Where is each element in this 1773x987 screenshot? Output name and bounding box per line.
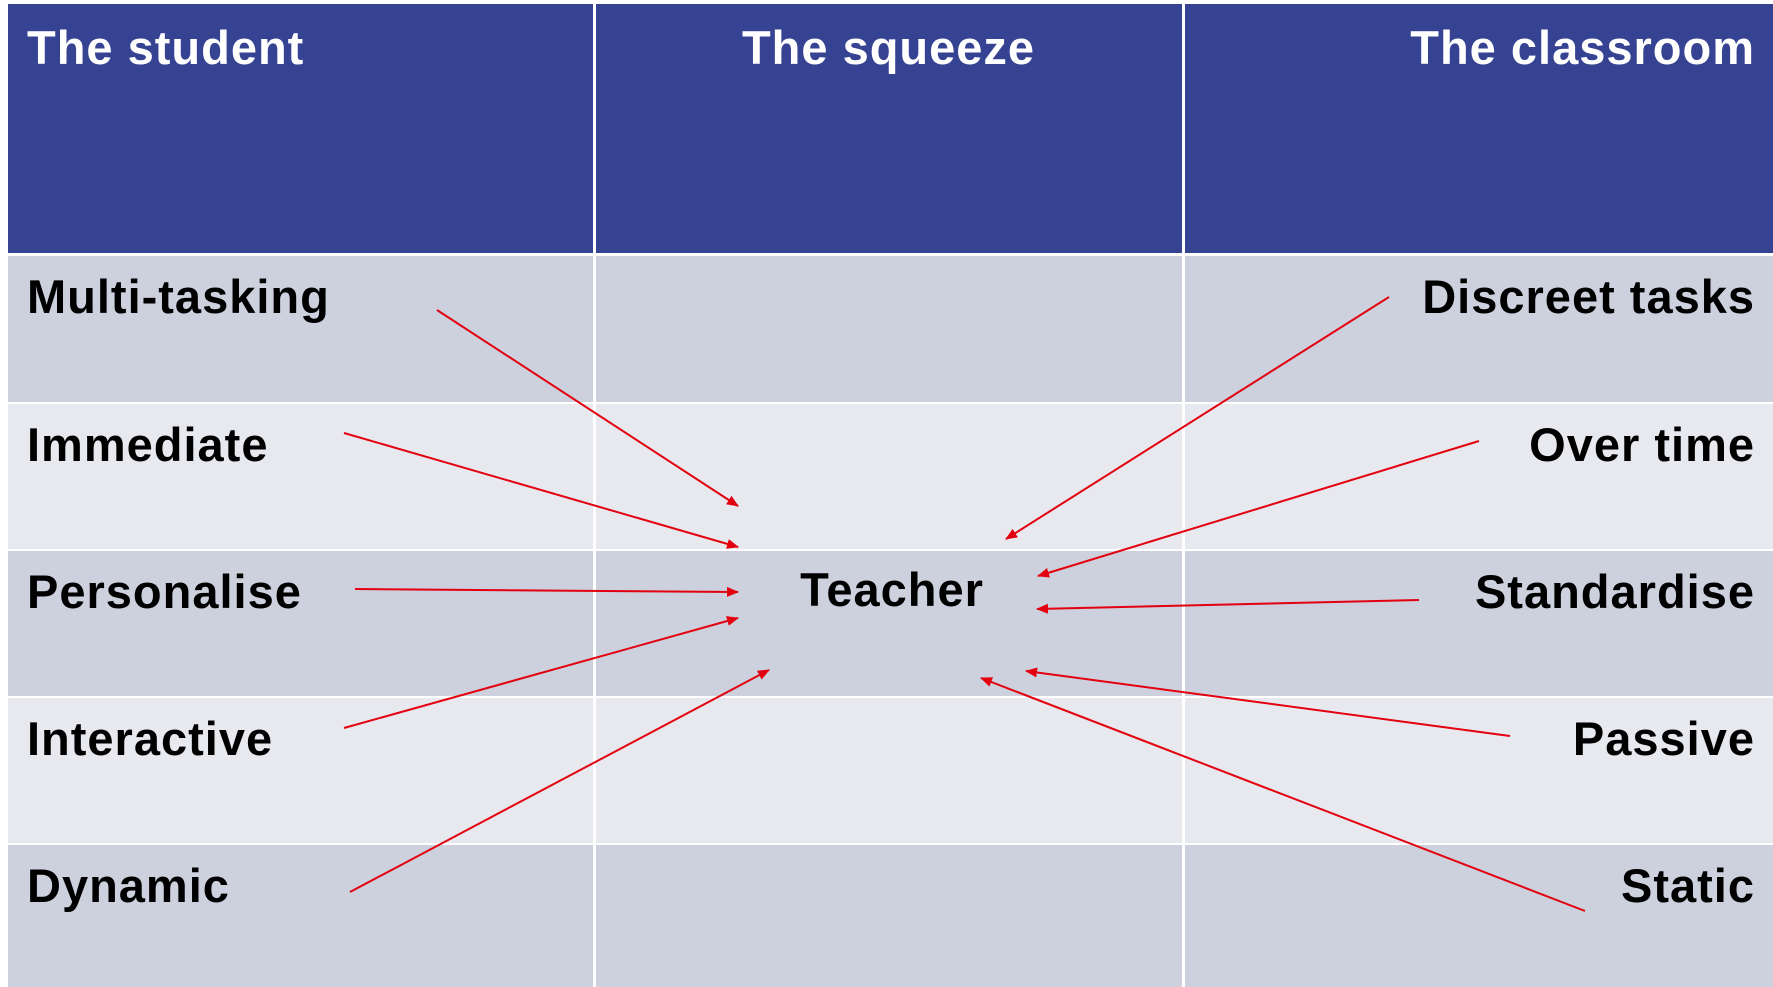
student-item-dynamic: Dynamic xyxy=(27,859,230,912)
column-divider xyxy=(1182,404,1185,549)
column-divider xyxy=(593,845,596,987)
arrow-passive xyxy=(1025,667,1511,737)
classroom-item-standardise: Standardise xyxy=(1474,565,1755,618)
classroom-item-static: Static xyxy=(1621,859,1755,912)
row-cell-student: Interactive xyxy=(8,698,593,843)
table-row: Interactive Passive xyxy=(8,698,1773,843)
table-row: Personalise Standardise xyxy=(8,551,1773,696)
row-cell-student: Multi-tasking xyxy=(8,256,593,402)
table-row: Multi-tasking Discreet tasks xyxy=(8,256,1773,402)
column-divider xyxy=(1182,698,1185,843)
arrow-personalise xyxy=(354,586,739,597)
arrow-immediate xyxy=(343,432,739,549)
row-cell-student: Dynamic xyxy=(8,845,593,987)
row-cell-classroom: Discreet tasks xyxy=(1184,256,1773,402)
column-divider xyxy=(593,551,596,696)
arrow-dynamic xyxy=(349,669,770,893)
arrow-multitasking xyxy=(436,309,739,507)
classroom-item-over-time: Over time xyxy=(1529,418,1755,471)
column-divider xyxy=(593,4,596,253)
teacher-label: Teacher xyxy=(800,563,984,616)
row-cell-classroom: Standardise xyxy=(1184,551,1773,696)
squeeze-table: The student The squeeze The classroom Mu… xyxy=(8,4,1773,987)
header-cell-student: The student xyxy=(8,4,593,253)
header-student: The student xyxy=(27,21,305,74)
row-cell-student: Immediate xyxy=(8,404,593,549)
student-item-multitasking: Multi-tasking xyxy=(27,270,330,323)
arrow-interactive xyxy=(343,616,739,729)
header-row: The student The squeeze The classroom xyxy=(8,4,1773,253)
table-row: Dynamic Static xyxy=(8,845,1773,987)
table-row: Immediate Over time xyxy=(8,404,1773,549)
student-item-interactive: Interactive xyxy=(27,712,274,765)
student-item-immediate: Immediate xyxy=(27,418,269,471)
header-classroom: The classroom xyxy=(1410,21,1755,74)
row-cell-classroom: Static xyxy=(1184,845,1773,987)
classroom-item-discreet-tasks: Discreet tasks xyxy=(1422,270,1755,323)
classroom-item-passive: Passive xyxy=(1572,712,1755,765)
header-cell-squeeze: The squeeze xyxy=(595,4,1182,253)
arrow-discreet-tasks xyxy=(1005,296,1390,540)
row-cell-classroom: Over time xyxy=(1184,404,1773,549)
header-cell-classroom: The classroom xyxy=(1184,4,1773,253)
arrow-static xyxy=(980,677,1586,912)
student-item-personalise: Personalise xyxy=(27,565,302,618)
arrow-over-time xyxy=(1037,440,1480,578)
column-divider xyxy=(593,404,596,549)
column-divider xyxy=(1182,551,1185,696)
column-divider xyxy=(1182,256,1185,402)
arrow-standardise xyxy=(1036,599,1420,614)
row-cell-student: Personalise xyxy=(8,551,593,696)
column-divider xyxy=(593,256,596,402)
column-divider xyxy=(1182,845,1185,987)
column-divider xyxy=(1182,4,1185,253)
row-cell-classroom: Passive xyxy=(1184,698,1773,843)
header-squeeze: The squeeze xyxy=(741,21,1036,74)
column-divider xyxy=(593,698,596,843)
